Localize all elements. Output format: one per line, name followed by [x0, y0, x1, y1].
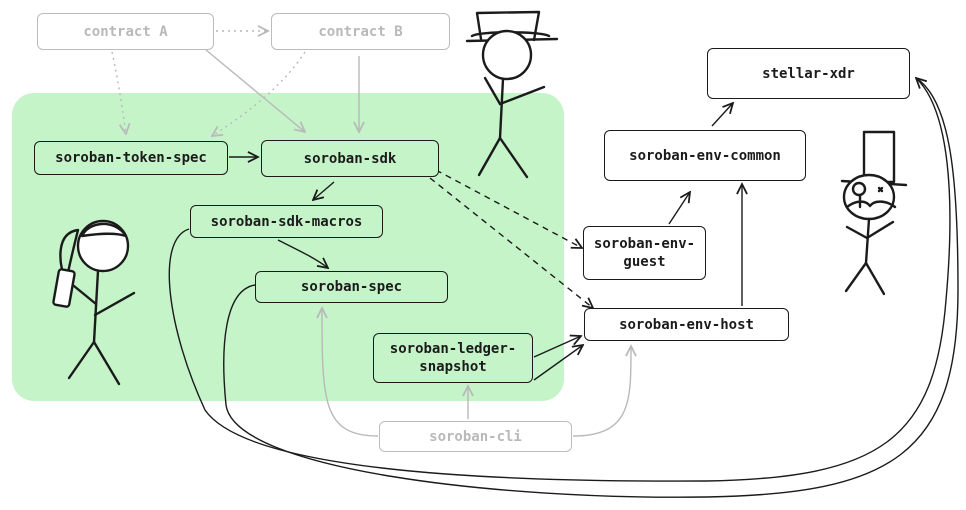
edge-sdk-macros-to-stellar-xdr: [168, 78, 951, 482]
node-stellar-xdr[interactable]: stellar-xdr: [707, 48, 910, 99]
stick-figure-ponytail: [52, 219, 136, 386]
edge-sdk-to-env-host: [429, 177, 593, 308]
edge-sdk-to-env-guest: [435, 169, 582, 248]
node-soroban-token-spec[interactable]: soroban-token-spec: [34, 141, 228, 175]
edge-env-guest-to-env-common: [668, 192, 690, 225]
edge-cli-to-spec: [322, 308, 379, 437]
stick-figure-top-hat: [465, 10, 559, 179]
edge-cli-to-env-host: [572, 346, 631, 437]
edge-contract-a-to-token-spec: [111, 51, 126, 134]
edge-ledger-snapshot-to-env-host-a: [533, 336, 581, 358]
edge-sdk-macros-to-spec: [277, 239, 328, 268]
edge-ledger-snapshot-to-env-host-b: [533, 345, 583, 381]
node-soroban-env-guest[interactable]: soroban-env- guest: [583, 226, 706, 280]
node-soroban-cli[interactable]: soroban-cli: [379, 421, 572, 452]
node-soroban-sdk[interactable]: soroban-sdk: [261, 140, 439, 177]
edge-spec-to-stellar-xdr: [223, 77, 959, 498]
node-contract-a[interactable]: contract A: [37, 13, 214, 50]
edge-env-common-to-stellar-xdr: [711, 103, 733, 127]
node-contract-b[interactable]: contract B: [271, 13, 450, 50]
edge-sdk-to-sdk-macros: [313, 181, 335, 200]
stick-figure-monocle: [840, 130, 908, 296]
edge-contract-b-to-token-spec: [212, 51, 306, 136]
node-soroban-env-common[interactable]: soroban-env-common: [604, 130, 806, 181]
node-soroban-env-host[interactable]: soroban-env-host: [584, 308, 789, 341]
edge-contract-a-to-sdk: [205, 49, 305, 132]
node-soroban-sdk-macros[interactable]: soroban-sdk-macros: [190, 205, 383, 238]
node-soroban-spec[interactable]: soroban-spec: [255, 271, 448, 303]
node-soroban-ledger-snapshot[interactable]: soroban-ledger- snapshot: [373, 333, 533, 383]
